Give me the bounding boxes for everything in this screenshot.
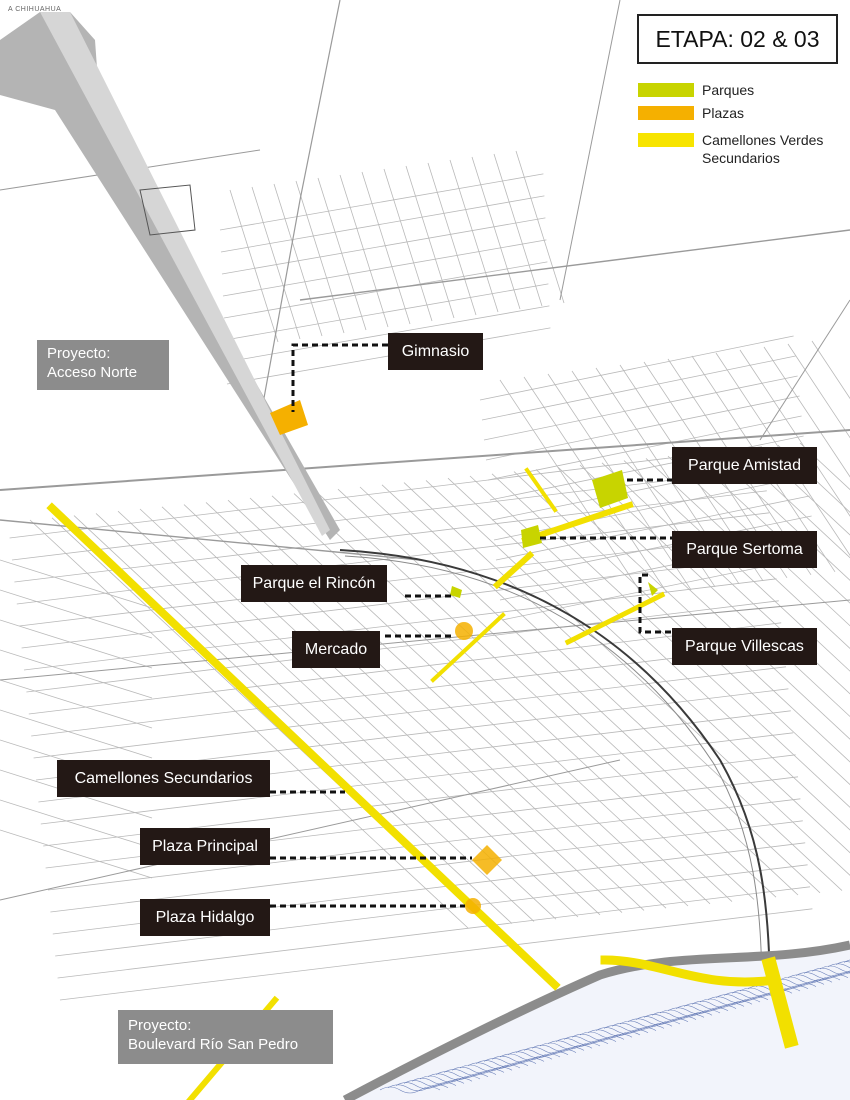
major-roads xyxy=(0,0,850,901)
leader-lines xyxy=(270,343,672,908)
callout-plaza-principal: Plaza Principal xyxy=(140,828,270,865)
callout-parque-amistad: Parque Amistad xyxy=(672,447,817,484)
project-name: Acceso Norte xyxy=(47,364,138,381)
callout-parque-villescas: Parque Villescas xyxy=(672,628,817,665)
legend-label: Parques xyxy=(702,82,755,98)
project-prefix: Proyecto: xyxy=(47,345,111,362)
callout-plaza-hidalgo: Plaza Hidalgo xyxy=(140,899,270,936)
legend-swatch-parques xyxy=(638,83,694,97)
callout-parque-el-rincon: Parque el Rincón xyxy=(241,565,387,602)
legend-swatch-camellones xyxy=(638,133,694,147)
legend-label: Plazas xyxy=(702,105,745,121)
plazas xyxy=(270,400,502,914)
callout-mercado: Mercado xyxy=(292,631,380,668)
map-title: ETAPA: 02 & 03 xyxy=(637,14,838,64)
legend-swatch-plazas xyxy=(638,106,694,120)
project-label-boulevard: Proyecto: Boulevard Río San Pedro xyxy=(118,1010,333,1064)
project-prefix: Proyecto: xyxy=(128,1017,192,1034)
legend-item-camellones: Camellones Verdes Secundarios xyxy=(638,131,823,166)
callout-camellones-secundarios: Camellones Secundarios xyxy=(57,760,270,797)
callout-parque-sertoma: Parque Sertoma xyxy=(672,531,817,568)
legend-label: Camellones Verdes Secundarios xyxy=(702,132,824,166)
project-label-acceso-norte: Proyecto: Acceso Norte xyxy=(37,340,169,390)
project-name: Boulevard Río San Pedro xyxy=(128,1036,299,1053)
parques xyxy=(450,470,658,598)
legend-item-parques: Parques xyxy=(638,81,754,98)
callout-gimnasio: Gimnasio xyxy=(388,333,483,370)
legend-item-plazas: Plazas xyxy=(638,104,744,121)
city-label: A CHIHUAHUA xyxy=(8,6,62,13)
